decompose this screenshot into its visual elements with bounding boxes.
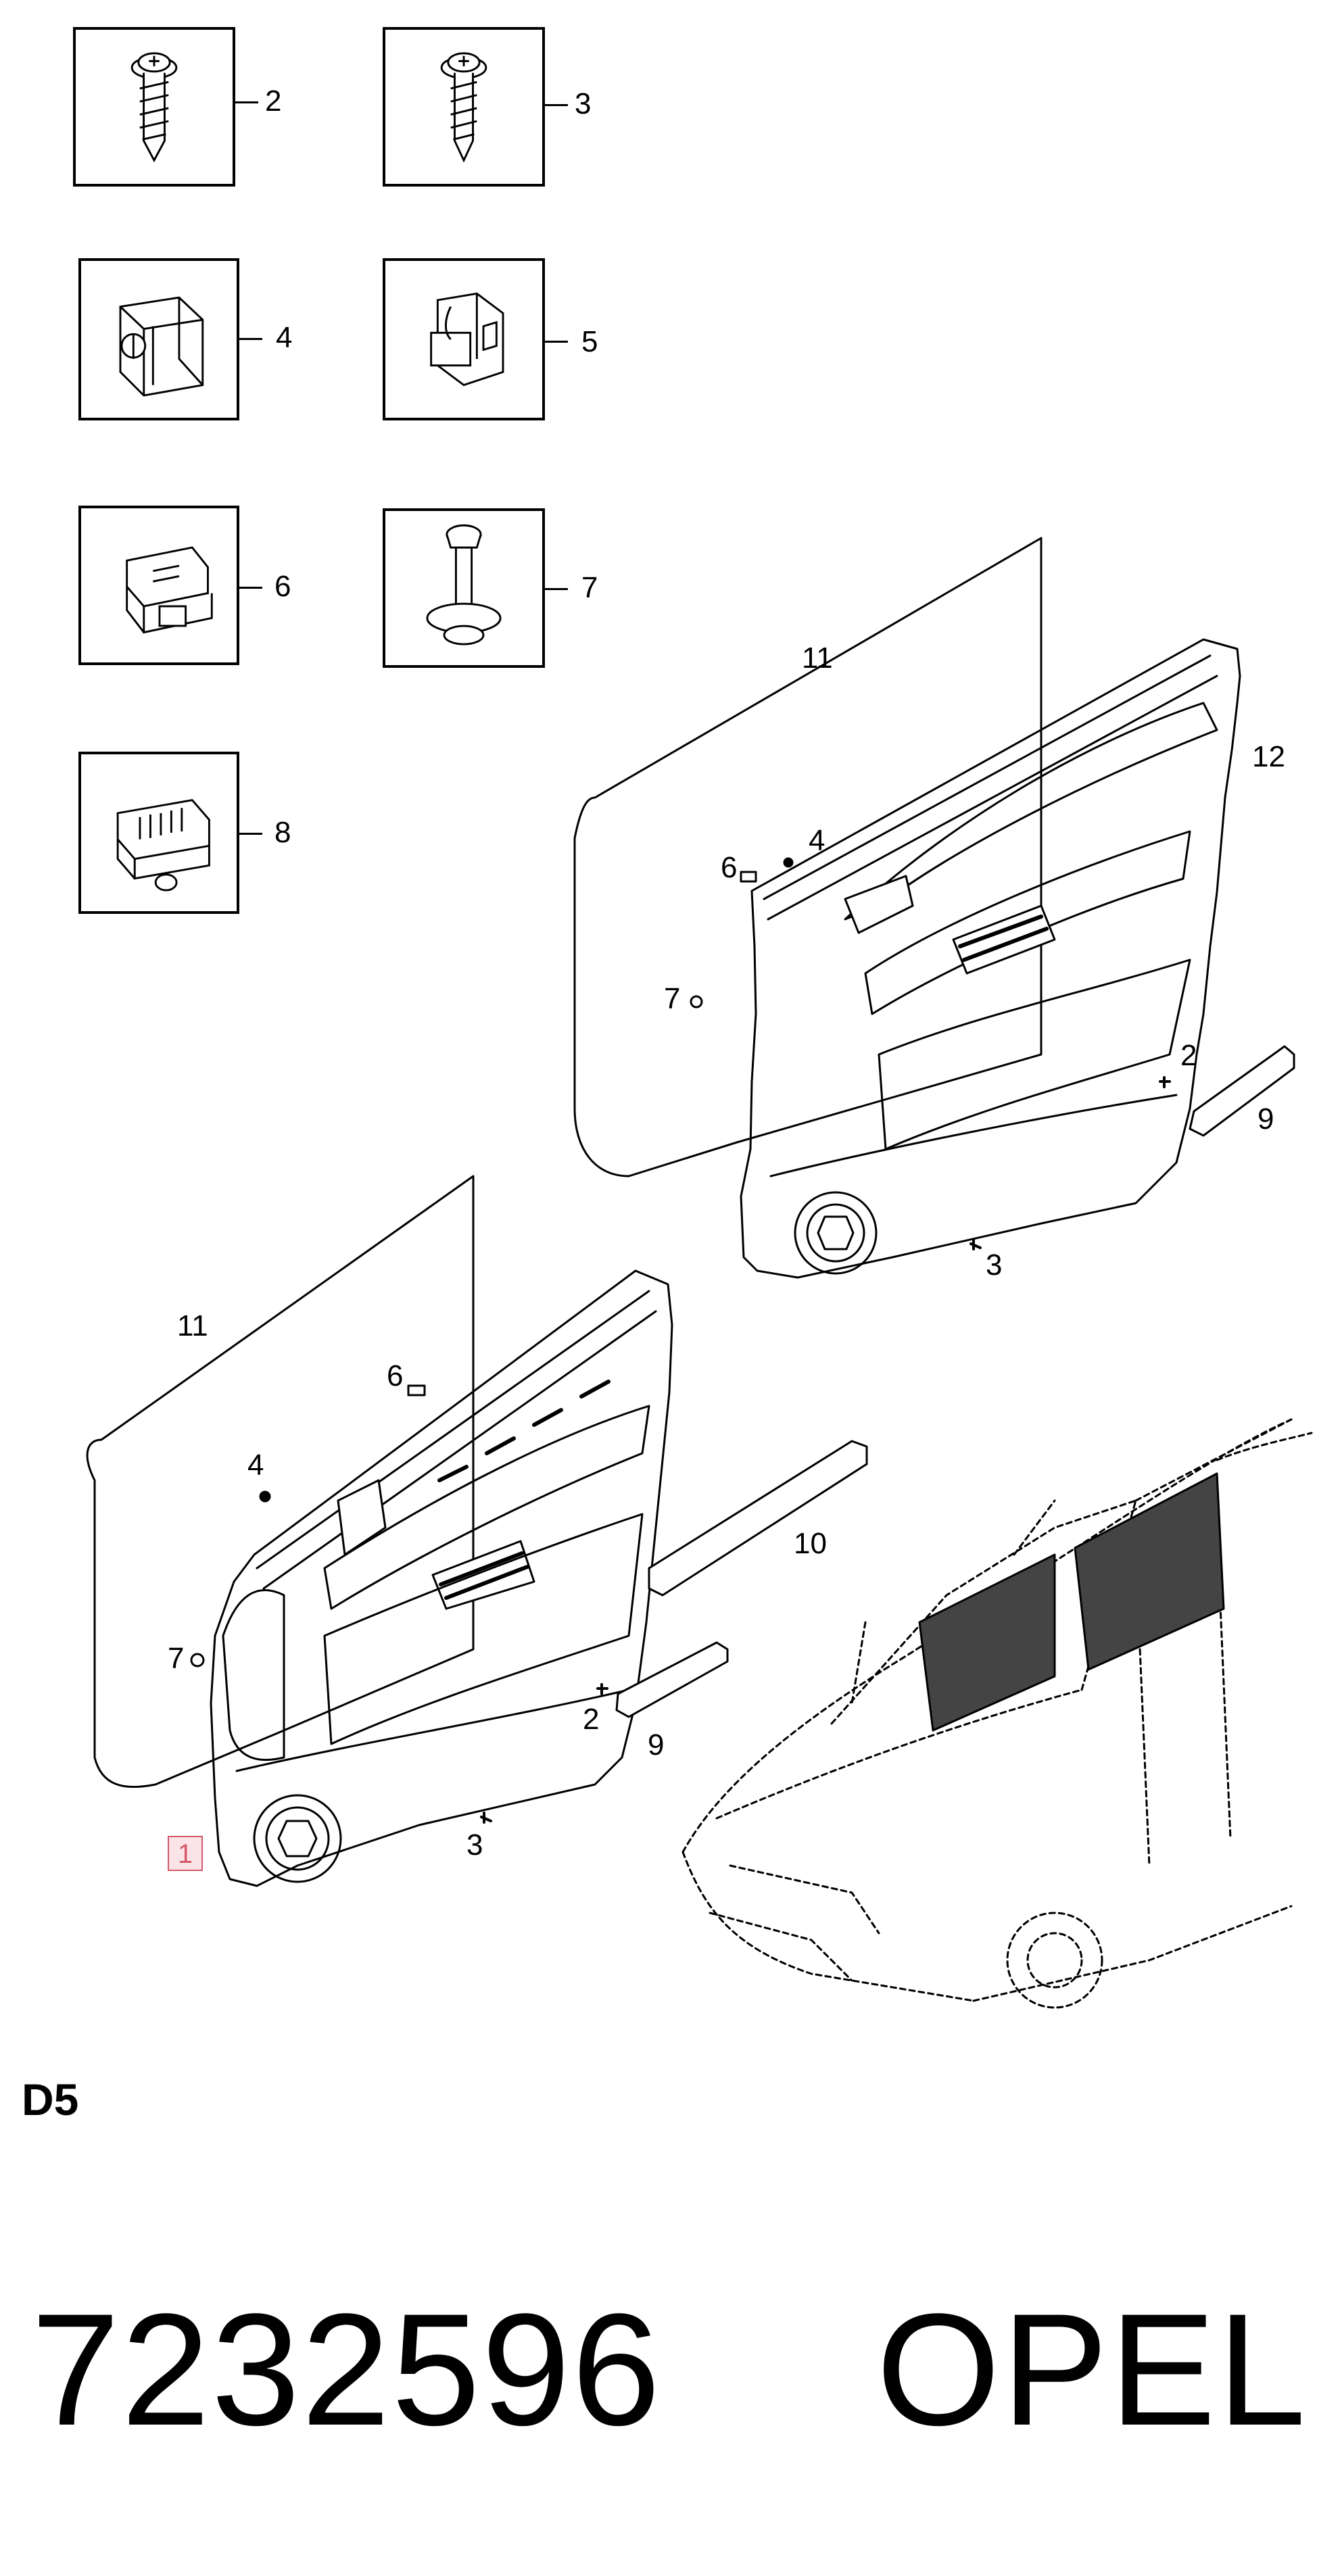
callout-rear-9: 9 bbox=[1258, 1102, 1274, 1136]
front-door-panel bbox=[210, 1269, 673, 1887]
screw-icon bbox=[130, 52, 178, 163]
vehicle-rear-door-highlight bbox=[1074, 1472, 1225, 1671]
clip-icon bbox=[126, 546, 213, 634]
part-number: 7232596 bbox=[31, 2281, 662, 2459]
clip-icon bbox=[116, 799, 210, 892]
callout-front-10: 10 bbox=[794, 1527, 827, 1560]
callout-3: 3 bbox=[575, 87, 592, 120]
callout-2: 2 bbox=[265, 84, 282, 118]
vehicle-front-door-highlight bbox=[918, 1553, 1056, 1732]
callout-rear-2: 2 bbox=[1180, 1039, 1197, 1072]
front-trim-strip-10 bbox=[648, 1440, 868, 1597]
front-trim-strip-9 bbox=[615, 1641, 729, 1718]
door-trim-drawing bbox=[86, 537, 1313, 2009]
front-clip-4 bbox=[259, 1490, 271, 1503]
callout-rear-7: 7 bbox=[664, 982, 681, 1015]
callout-front-7: 7 bbox=[168, 1642, 185, 1675]
callout-front-6: 6 bbox=[387, 1359, 404, 1392]
part-box-grommet-7 bbox=[383, 508, 545, 668]
callout-8: 8 bbox=[274, 816, 291, 849]
front-speaker-grille bbox=[253, 1794, 342, 1883]
callout-rear-6: 6 bbox=[721, 851, 738, 884]
brand-name: OPEL bbox=[876, 2281, 1308, 2459]
rear-clip-6 bbox=[740, 871, 757, 883]
screw-icon bbox=[440, 52, 487, 163]
section-code: D5 bbox=[22, 2074, 79, 2124]
rear-door-panel bbox=[740, 638, 1241, 1279]
rear-screw-3 bbox=[969, 1238, 982, 1250]
rear-clip-4 bbox=[783, 857, 794, 868]
rear-screw-2 bbox=[1159, 1076, 1171, 1088]
callout-6: 6 bbox=[274, 570, 291, 603]
rear-watershield bbox=[573, 537, 1043, 1177]
callout-5: 5 bbox=[581, 325, 598, 358]
part-box-screw-2 bbox=[73, 27, 235, 187]
callout-front-4: 4 bbox=[247, 1449, 264, 1482]
clip-icon bbox=[430, 292, 504, 387]
front-screw-2 bbox=[596, 1683, 608, 1695]
callout-7: 7 bbox=[581, 571, 598, 604]
front-clip-6 bbox=[407, 1384, 426, 1396]
callout-rear-3: 3 bbox=[986, 1248, 1003, 1282]
front-grommet-7 bbox=[190, 1653, 205, 1668]
grommet-icon bbox=[426, 524, 502, 646]
front-screw-3 bbox=[480, 1812, 492, 1824]
part-box-clip-6 bbox=[78, 506, 239, 665]
clip-icon bbox=[119, 296, 204, 397]
front-watershield bbox=[86, 1175, 475, 1789]
callout-front-11: 11 bbox=[177, 1309, 208, 1342]
callout-4: 4 bbox=[276, 321, 293, 354]
rear-grommet-7 bbox=[690, 995, 703, 1008]
highlighted-callout-1: 1 bbox=[168, 1836, 203, 1871]
callout-front-2: 2 bbox=[583, 1703, 600, 1736]
part-box-clip-8 bbox=[78, 752, 239, 914]
callout-rear-4: 4 bbox=[809, 824, 825, 857]
rear-speaker-grille bbox=[794, 1191, 878, 1275]
rear-trim-strip-9 bbox=[1189, 1045, 1295, 1137]
part-box-screw-3 bbox=[383, 27, 545, 187]
callout-front-9: 9 bbox=[648, 1728, 665, 1761]
callout-front-3: 3 bbox=[466, 1828, 483, 1862]
callout-rear-12: 12 bbox=[1252, 740, 1285, 773]
part-box-clip-5 bbox=[383, 258, 545, 420]
callout-rear-11: 11 bbox=[802, 641, 833, 675]
part-box-clip-4 bbox=[78, 258, 239, 420]
